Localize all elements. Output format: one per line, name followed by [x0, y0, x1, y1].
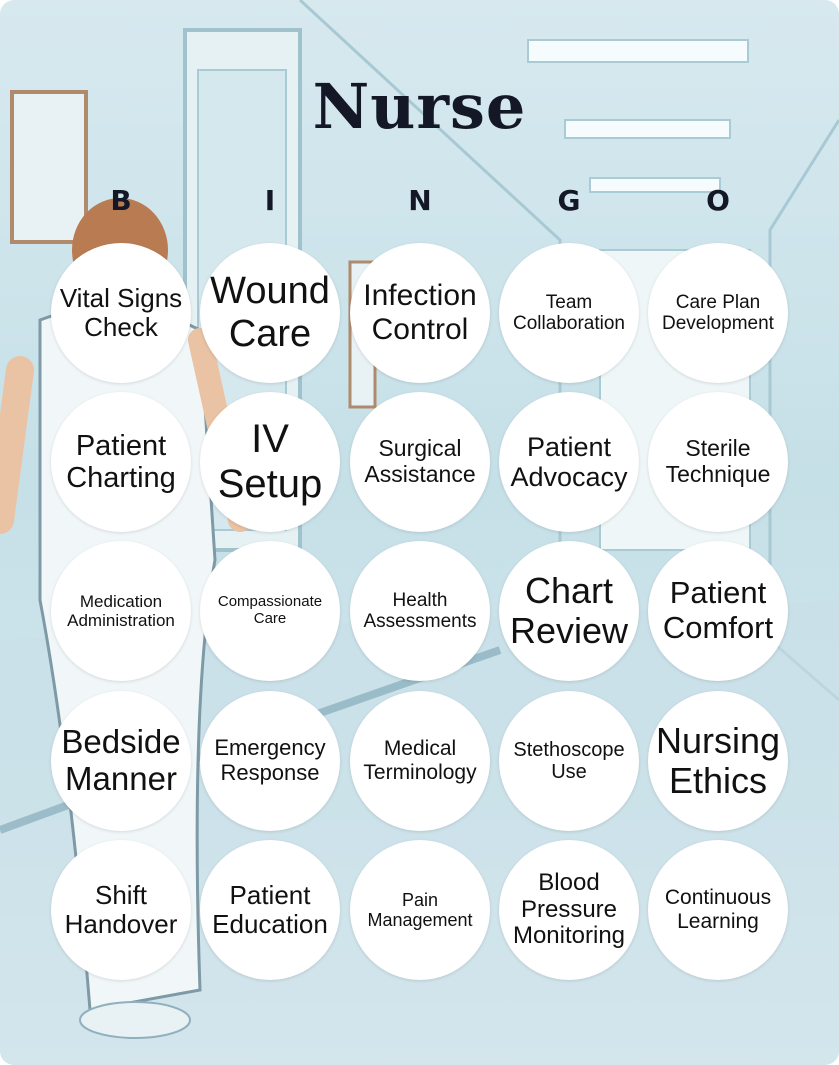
bingo-cell-g-3[interactable]: Chart Review [499, 541, 639, 681]
bingo-cell-o-4[interactable]: Nursing Ethics [648, 691, 788, 831]
bingo-cell-b-4[interactable]: Bedside Manner [51, 691, 191, 831]
bingo-cell-o-2[interactable]: Sterile Technique [648, 392, 788, 532]
bingo-cell-i-2[interactable]: IV Setup [200, 392, 340, 532]
bingo-cell-g-2[interactable]: Patient Advocacy [499, 392, 639, 532]
column-letter-g: G [557, 184, 581, 217]
bingo-cell-o-3[interactable]: Patient Comfort [648, 541, 788, 681]
column-letter-o: O [706, 184, 730, 217]
bingo-cell-b-5[interactable]: Shift Handover [51, 840, 191, 980]
bingo-cell-g-5[interactable]: Blood Pressure Monitoring [499, 840, 639, 980]
bingo-cell-n-2[interactable]: Surgical Assistance [350, 392, 490, 532]
column-letter-b: B [110, 184, 132, 217]
bingo-cell-n-5[interactable]: Pain Management [350, 840, 490, 980]
bingo-cell-i-3[interactable]: Compassionate Care [200, 541, 340, 681]
card-title: Nurse [312, 70, 527, 143]
column-letter-i: I [264, 184, 276, 217]
bingo-cell-b-1[interactable]: Vital Signs Check [51, 243, 191, 383]
bingo-cell-o-5[interactable]: Continuous Learning [648, 840, 788, 980]
bingo-cell-b-2[interactable]: Patient Charting [51, 392, 191, 532]
bingo-cell-n-4[interactable]: Medical Terminology [350, 691, 490, 831]
bingo-cell-i-1[interactable]: Wound Care [200, 243, 340, 383]
bingo-cell-i-4[interactable]: Emergency Response [200, 691, 340, 831]
bingo-cell-g-4[interactable]: Stethoscope Use [499, 691, 639, 831]
column-letter-n: N [408, 184, 432, 217]
bingo-cell-b-3[interactable]: Medication Administration [51, 541, 191, 681]
bingo-cell-o-1[interactable]: Care Plan Development [648, 243, 788, 383]
bingo-cell-n-3[interactable]: Health Assessments [350, 541, 490, 681]
bingo-cell-n-1[interactable]: Infection Control [350, 243, 490, 383]
bingo-cell-i-5[interactable]: Patient Education [200, 840, 340, 980]
bingo-cell-g-1[interactable]: Team Collaboration [499, 243, 639, 383]
